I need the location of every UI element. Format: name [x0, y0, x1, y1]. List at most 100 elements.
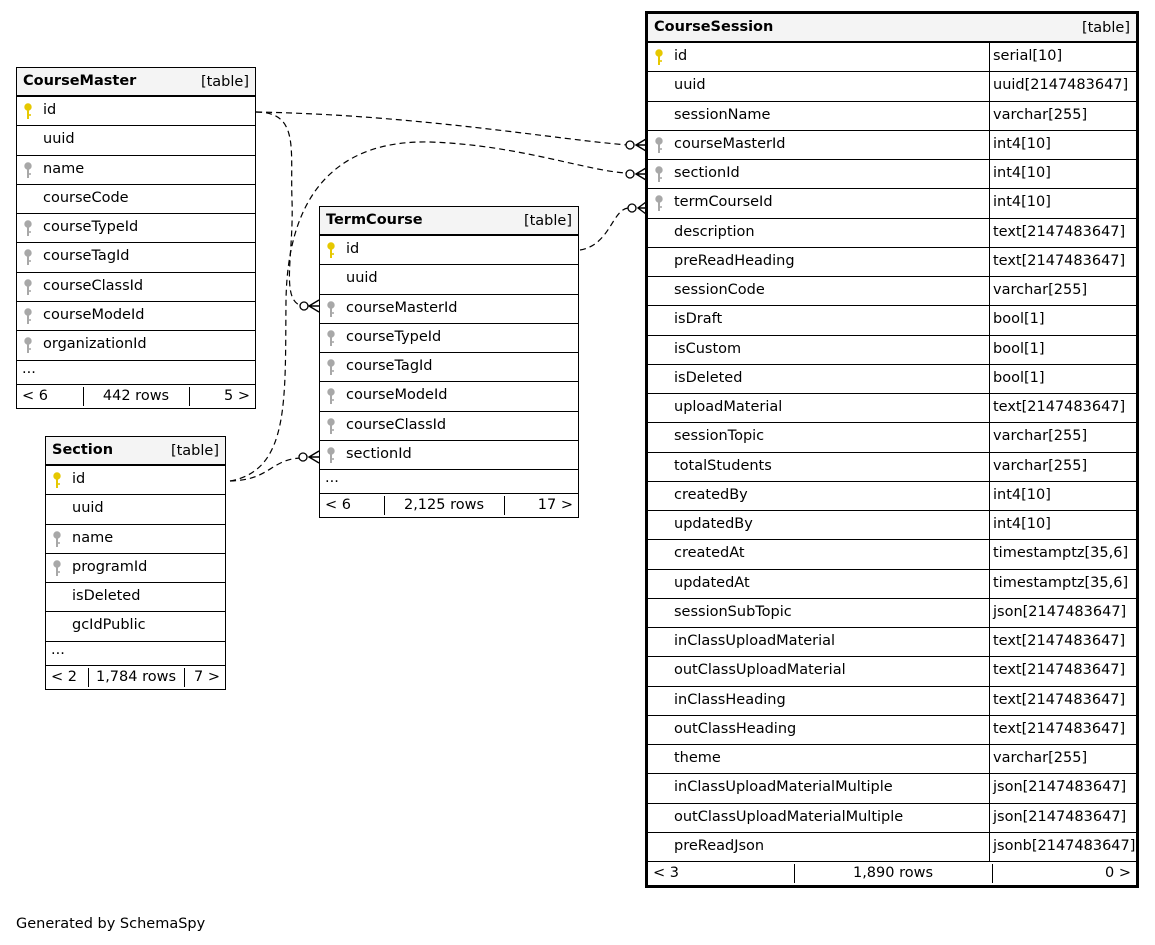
column-row[interactable]: courseMasterId: [320, 293, 578, 323]
edge-coursemaster-termcourse: [255, 111, 303, 307]
parent-count[interactable]: < 2: [51, 668, 77, 685]
column-name: uuid: [674, 77, 706, 94]
column-row[interactable]: courseTagId: [320, 352, 578, 381]
column-name: theme: [674, 750, 721, 766]
column-divider: [989, 43, 990, 72]
column-divider: [989, 130, 990, 159]
column-row[interactable]: name: [17, 154, 255, 184]
column-row[interactable]: courseModeId: [17, 301, 255, 330]
parent-count[interactable]: < 6: [22, 387, 48, 404]
parent-count[interactable]: < 6: [325, 497, 351, 514]
column-divider: [989, 628, 990, 657]
column-row[interactable]: courseTypeId: [320, 322, 578, 352]
child-count[interactable]: 17 >: [537, 497, 573, 514]
column-divider: [989, 189, 990, 218]
crowfoot-termcourse-coursemasterid: [307, 299, 320, 313]
row-count: 2,125 rows: [403, 497, 485, 514]
column-divider: [989, 569, 990, 598]
column-divider: [989, 803, 990, 832]
row-count: 1,784 rows: [95, 668, 177, 685]
column-name: courseMasterId: [346, 299, 458, 316]
column-row[interactable]: id: [320, 235, 578, 264]
column-row[interactable]: organizationId: [17, 330, 255, 359]
column-row[interactable]: sessionCode varchar[255]: [648, 276, 1136, 306]
child-count[interactable]: 5 >: [224, 387, 250, 404]
column-row[interactable]: courseModeId: [320, 381, 578, 410]
column-name: id: [43, 102, 57, 118]
table-header[interactable]: Section[table]: [46, 437, 225, 465]
column-row[interactable]: name: [46, 523, 225, 553]
column-row[interactable]: gcIdPublic: [46, 611, 225, 640]
table-header[interactable]: CourseSession[table]: [648, 14, 1136, 42]
column-row[interactable]: uuid: [320, 264, 578, 293]
column-row[interactable]: courseClassId: [320, 410, 578, 440]
crowfoot-termcourse-sectionid: [307, 450, 320, 464]
column-name: sessionCode: [674, 282, 765, 298]
footer-separator: [88, 667, 89, 687]
table-header[interactable]: TermCourse[table]: [320, 207, 578, 235]
column-row[interactable]: courseClassId: [17, 271, 255, 301]
column-row[interactable]: id: [46, 465, 225, 494]
column-row[interactable]: uuid: [17, 125, 255, 154]
foreign-key-icon: [23, 220, 35, 238]
column-row[interactable]: uuid: [46, 494, 225, 523]
column-name: isDeleted: [72, 588, 141, 605]
column-divider: [989, 540, 990, 569]
column-divider: [989, 160, 990, 189]
column-name: description: [674, 223, 755, 240]
table-header[interactable]: CourseMaster[table]: [17, 68, 255, 96]
column-row[interactable]: programId: [46, 552, 225, 582]
ellipsis-text: ...: [51, 641, 65, 658]
column-type: varchar[255]: [993, 428, 1088, 445]
foreign-key-icon: [326, 418, 338, 436]
column-type: varchar[255]: [993, 282, 1088, 298]
column-name: outClassHeading: [674, 720, 797, 737]
column-name: inClassUploadMaterialMultiple: [674, 779, 893, 796]
child-count[interactable]: 7 >: [194, 668, 220, 685]
column-name: updatedAt: [674, 574, 750, 591]
column-row[interactable]: courseTagId: [17, 242, 255, 271]
column-row[interactable]: courseTypeId: [17, 213, 255, 242]
column-row[interactable]: sectionId: [320, 440, 578, 469]
parent-count[interactable]: < 3: [653, 865, 679, 881]
child-count[interactable]: 0 >: [1105, 865, 1131, 881]
column-row[interactable]: courseCode: [17, 183, 255, 213]
column-row[interactable]: id: [17, 96, 255, 125]
column-row[interactable]: isDeleted: [46, 582, 225, 611]
column-name: id: [346, 241, 360, 257]
ellipsis-text: ...: [22, 360, 36, 377]
column-divider: [989, 72, 990, 101]
table-termcourse[interactable]: TermCourse[table] id uuid courseMasterId cou…: [319, 206, 579, 519]
column-divider: [989, 715, 990, 744]
